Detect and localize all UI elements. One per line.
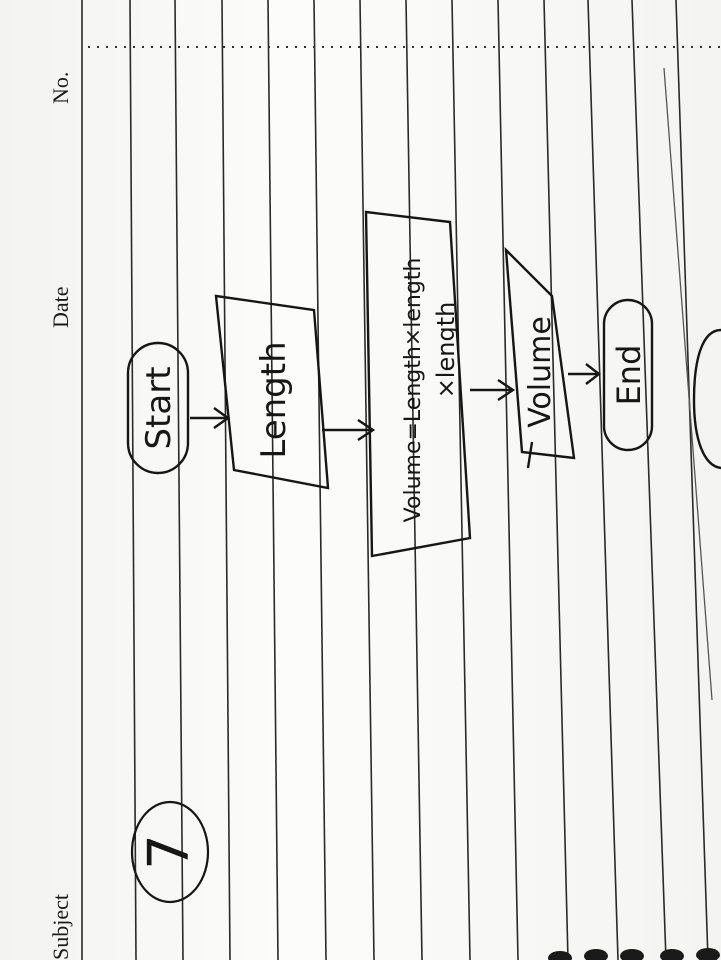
subject-label: Subject [48, 894, 73, 960]
pencil-stroke [663, 67, 713, 701]
start-label: Start [139, 366, 179, 449]
partial-shape [692, 328, 721, 470]
binding-holes [548, 948, 720, 960]
flowchart: Start Length Volume=Length×length ×len [126, 210, 654, 558]
no-label: No. [48, 72, 73, 104]
page-number-badge: 7 [130, 800, 210, 904]
process-label-line2: ×length [432, 302, 460, 399]
input-label: Length [254, 341, 294, 458]
output-label: Volume [523, 316, 558, 428]
process-rectangle: Volume=Length×length ×length [364, 210, 472, 558]
process-label-line1: Volume=Length×length [401, 258, 426, 523]
end-terminator: End [602, 298, 654, 452]
arrow-output-to-end [568, 363, 601, 385]
input-parallelogram: Length [214, 294, 330, 490]
arrow-start-to-input [190, 407, 231, 429]
output-parallelogram: Volume [504, 246, 576, 469]
start-terminator: Start [126, 341, 190, 475]
header: Subject Date No. [48, 72, 73, 960]
end-label: End [610, 345, 648, 406]
arrow-input-to-process [322, 419, 376, 441]
page-number: 7 [137, 834, 202, 870]
date-label: Date [48, 286, 73, 328]
ruled-lines [81, 0, 709, 960]
arrow-process-to-output [470, 379, 516, 401]
